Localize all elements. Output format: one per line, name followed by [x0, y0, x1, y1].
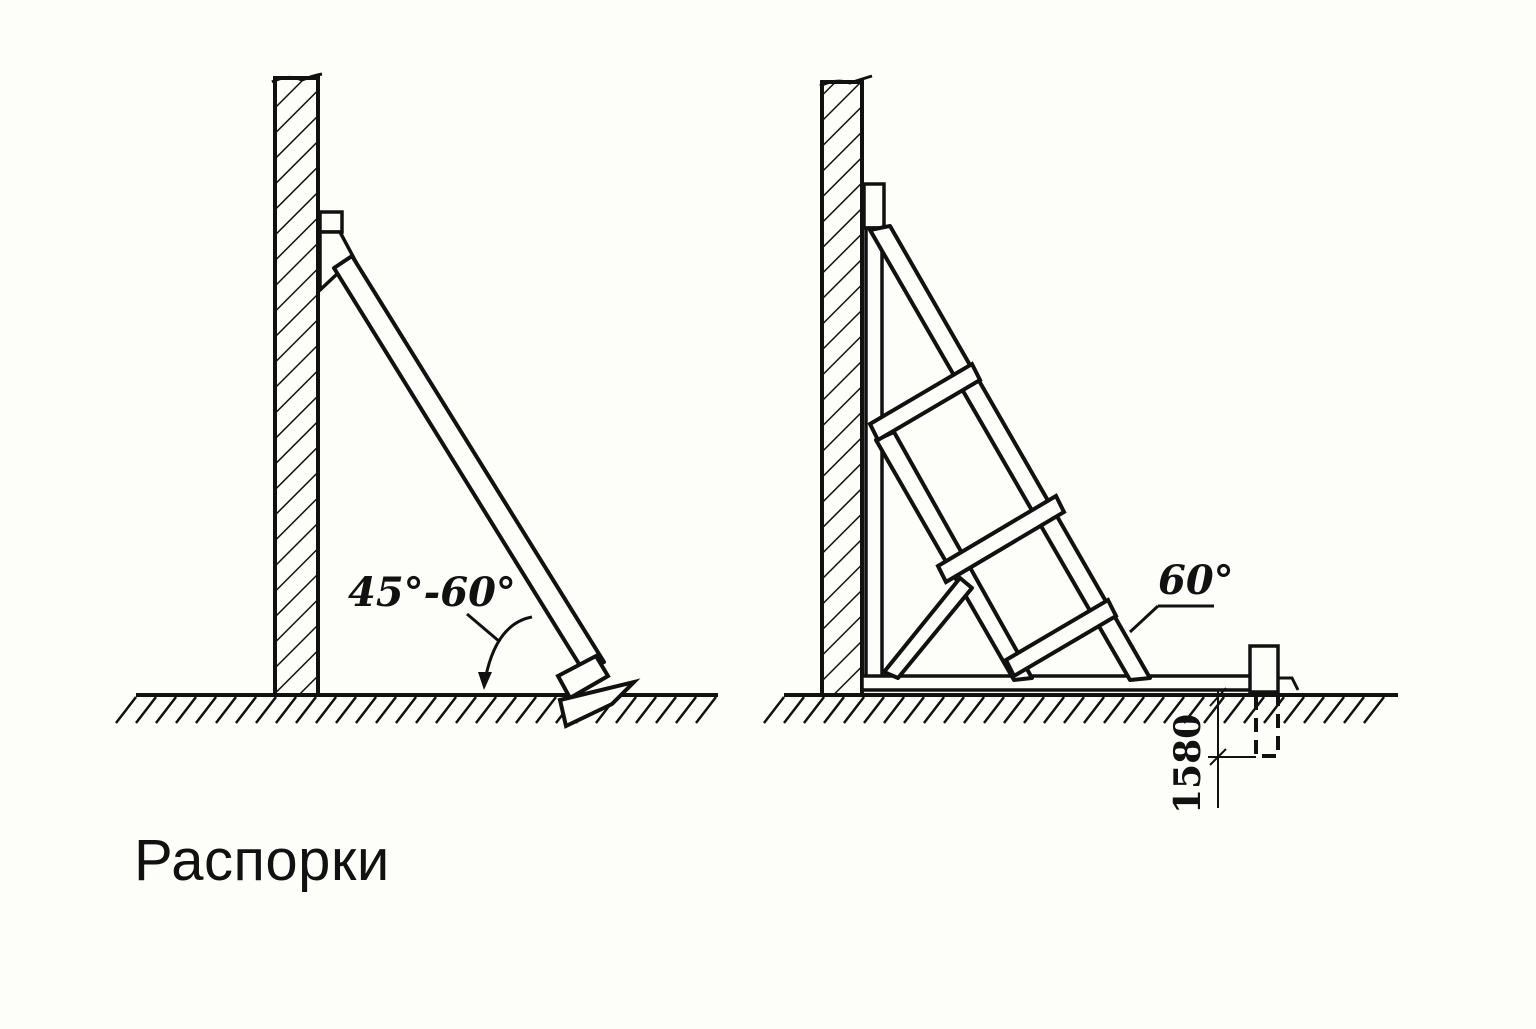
left-ground-hatch — [115, 696, 717, 724]
left-angle-label: 45°-60° — [348, 569, 516, 616]
right-batten-1 — [867, 361, 983, 443]
right-anchor-hidden — [1254, 696, 1280, 758]
right-batten-2 — [935, 493, 1067, 585]
right-batten-3 — [1003, 597, 1119, 679]
right-vertical-post — [864, 226, 884, 682]
left-strut — [332, 254, 606, 674]
left-diagram: 45°-60° — [115, 72, 718, 729]
right-main-strut — [868, 224, 1152, 682]
right-angle-leader — [1128, 604, 1160, 634]
right-wall — [820, 80, 864, 697]
right-bracket — [862, 182, 886, 230]
right-ground-hatch — [763, 696, 1385, 724]
right-anchor-stake — [1248, 644, 1280, 694]
left-foot-plate — [555, 653, 611, 701]
left-wall — [273, 76, 320, 697]
dimension-label: 1580 — [1167, 714, 1209, 814]
right-short-brace — [882, 576, 974, 680]
left-angle-arrowhead — [478, 672, 492, 690]
right-base-beam — [860, 674, 1256, 692]
left-angle-arc — [482, 615, 533, 687]
left-bracket — [318, 210, 344, 234]
caption-title: Распорки — [134, 828, 390, 893]
right-diagram: 1580 60° — [763, 74, 1398, 814]
right-angle-label: 60° — [1158, 557, 1234, 604]
